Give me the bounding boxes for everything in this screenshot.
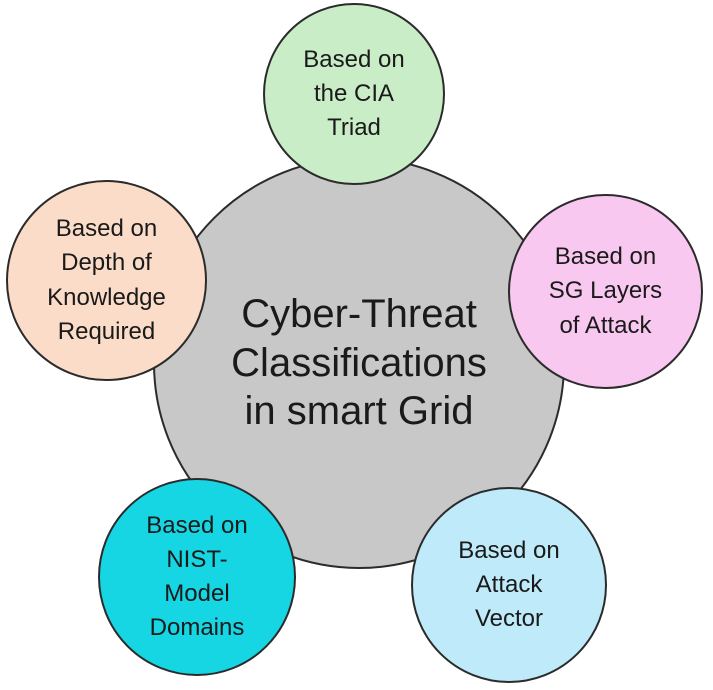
node-attack-vector: Based on Attack Vector — [411, 487, 607, 683]
node-label-depth-of-knowledge: Based on Depth of Knowledge Required — [47, 215, 166, 345]
node-label-sg-layers: Based on SG Layers of Attack — [548, 243, 663, 339]
node-label-nist-model-domains: Based on NIST- Model Domains — [146, 511, 248, 642]
node-cia-triad: Based on the CIA Triad — [263, 3, 445, 185]
node-nist-model-domains: Based on NIST- Model Domains — [98, 478, 296, 676]
node-label-attack-vector: Based on Attack Vector — [458, 536, 560, 633]
node-label-cia-triad: Based on the CIA Triad — [303, 45, 405, 142]
node-sg-layers: Based on SG Layers of Attack — [508, 194, 703, 389]
node-depth-of-knowledge: Based on Depth of Knowledge Required — [6, 180, 207, 381]
center-label: Cyber-Threat Classifications in smart Gr… — [231, 291, 487, 434]
